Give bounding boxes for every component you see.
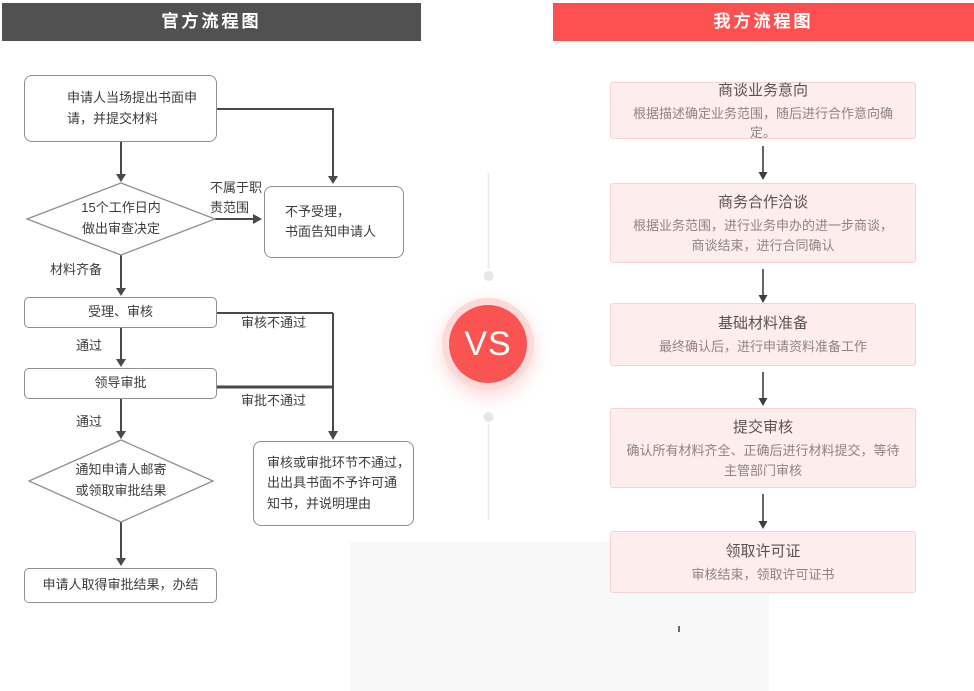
flow-box-accept: 受理、审核 (24, 297, 217, 328)
step-title: 提交审核 (732, 419, 793, 436)
edge-label-materials-ready: 材料齐备 (50, 262, 103, 277)
edge-label-approve-fail: 审批不通过 (241, 393, 307, 408)
arrowhead (116, 174, 126, 182)
step-desc: 根据业务范围，进行业务申办的进一步商谈， 商谈结束，进行合同确认 (632, 218, 893, 253)
our-flow-header: 我方流程图 (553, 3, 974, 41)
flow-box-reject: 不予受理， 书面告知申请人 (264, 186, 404, 258)
arrowhead (758, 398, 768, 406)
step-card-3: 基础材料准备 最终确认后，进行申请资料准备工作 (610, 303, 916, 366)
step-desc: 审核结束，领取许可证书 (691, 566, 835, 582)
flow-box-leader: 领导审批 (24, 368, 217, 399)
stray-mark (678, 626, 680, 632)
step-title: 商谈业务意向 (717, 81, 808, 99)
step-card-1: 商谈业务意向 根据描述确定业务范围，随后进行合作意向确定。 (610, 81, 916, 140)
divider-dot-bottom (483, 412, 494, 422)
step-desc: 确认所有材料齐全、正确后进行材料提交，等待 主管部门审核 (626, 443, 900, 478)
arrowhead (328, 176, 338, 184)
step-card-2: 商务合作洽谈 根据业务范围，进行业务申办的进一步商谈， 商谈结束，进行合同确认 (610, 183, 916, 263)
flow-box-apply: 申请人当场提出书面申 请，并提交材料 (24, 75, 217, 142)
diamond-label-review: 15个工作日内 做出审查决定 (81, 200, 161, 236)
arrowhead (758, 521, 768, 529)
diamond-label-notify: 通知申请人邮寄 或领取审批结果 (75, 462, 167, 498)
arrowhead (116, 558, 126, 566)
arrowhead (328, 431, 338, 440)
arrowhead (116, 431, 126, 439)
vs-badge-halo: VS (442, 298, 534, 390)
flow-box-fail-notice: 审核或审批环节不通过， 出出具书面不予许可通 知书，并说明理由 (253, 441, 414, 526)
edge-label-audit-fail: 审核不通过 (241, 315, 307, 330)
arrowhead (116, 359, 126, 367)
edge-apply-to-reject (217, 108, 334, 176)
arrowhead (116, 288, 126, 296)
step-title: 商务合作洽谈 (717, 194, 808, 211)
edge-label-pass-2: 通过 (76, 414, 103, 429)
vs-badge: VS (449, 305, 527, 383)
step-title: 领取许可证 (725, 542, 801, 560)
step-desc: 根据描述确定业务范围，随后进行合作意向确定。 (632, 105, 893, 141)
arrowhead (758, 295, 768, 303)
step-card-5: 领取许可证 审核结束，领取许可证书 (610, 531, 916, 593)
official-flow-header: 官方流程图 (2, 3, 421, 41)
divider-dot-top (483, 271, 494, 281)
edge-label-out-of-scope: 不属于职 责范围 (210, 180, 263, 215)
flow-box-done: 申请人取得审批结果，办结 (24, 568, 217, 603)
step-desc: 最终确认后，进行申请资料准备工作 (658, 339, 867, 355)
step-title: 基础材料准备 (717, 315, 808, 333)
arrowhead (758, 172, 768, 180)
step-card-4: 提交审核 确认所有材料齐全、正确后进行材料提交，等待 主管部门审核 (610, 408, 916, 488)
edge-label-pass-1: 通过 (76, 338, 103, 353)
